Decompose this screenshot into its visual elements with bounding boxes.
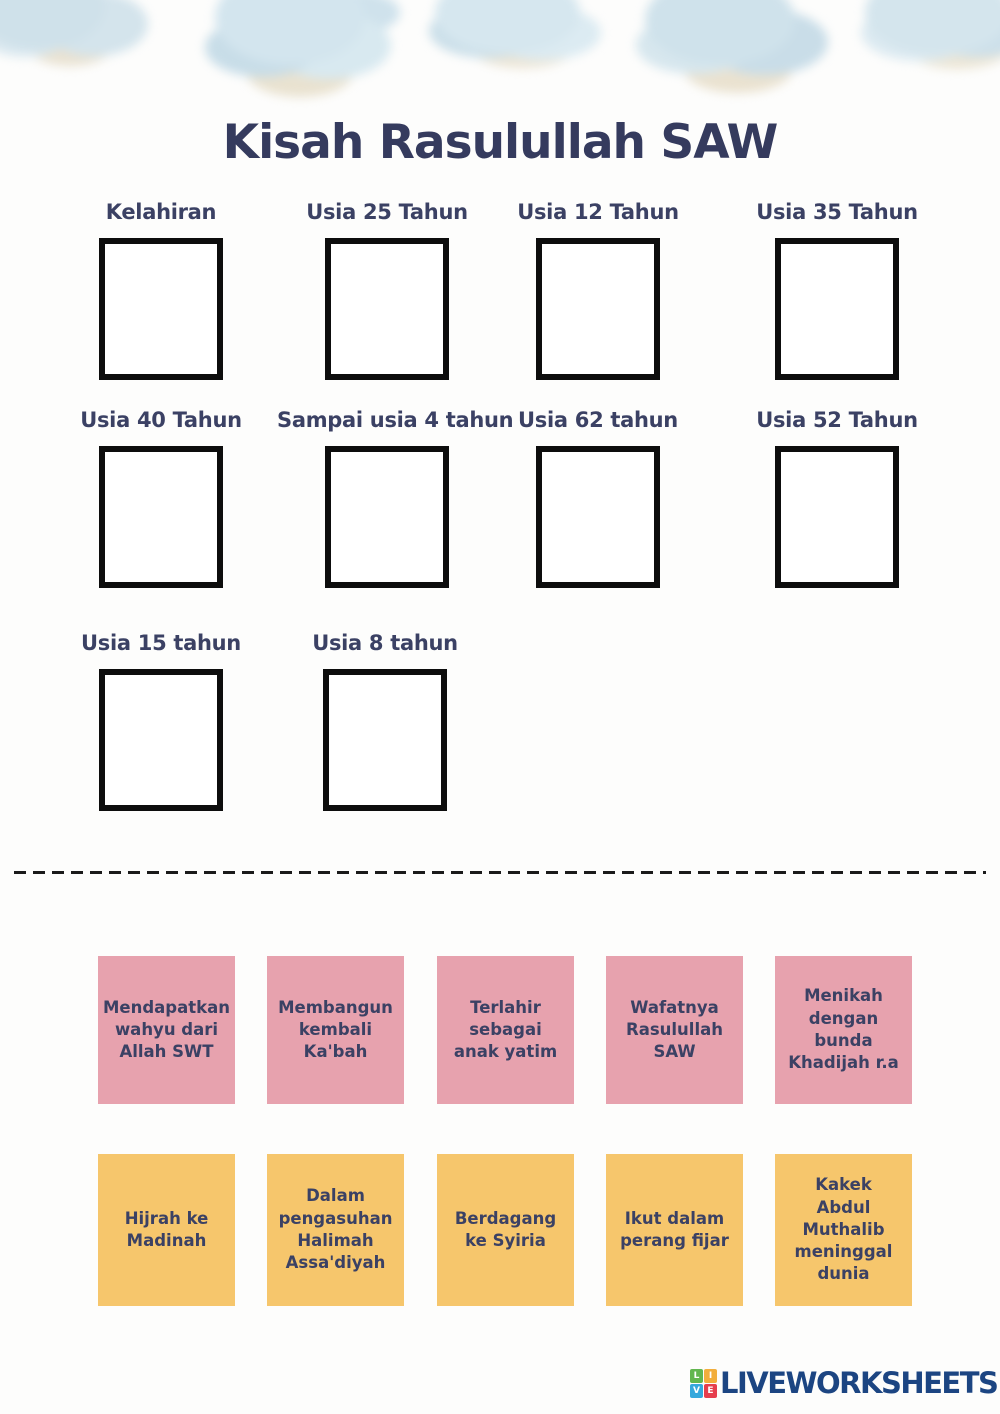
slot-label: Kelahiran	[105, 200, 217, 224]
timeline-slot: Kelahiran	[51, 200, 271, 380]
timeline-slot: Usia 35 Tahun	[727, 200, 947, 380]
drop-box[interactable]	[99, 446, 223, 588]
timeline-slot: Sampai usia 4 tahun	[277, 408, 514, 588]
drop-box[interactable]	[536, 446, 660, 588]
slot-label: Sampai usia 4 tahun	[277, 408, 514, 432]
drop-box[interactable]	[323, 669, 447, 811]
answer-card[interactable]: Ikut dalam perang fijar	[606, 1154, 743, 1306]
page-title: Kisah Rasulullah SAW	[222, 115, 779, 171]
timeline-slot: Usia 40 Tahun	[51, 408, 271, 588]
liveworksheets-logo-icon: L I V E	[690, 1368, 717, 1398]
logo-letter-i: I	[704, 1368, 717, 1383]
logo-letter-v: V	[690, 1383, 703, 1398]
drop-box[interactable]	[775, 446, 899, 588]
answer-card[interactable]: Terlahir sebagai anak yatim	[437, 956, 574, 1104]
slot-label: Usia 35 Tahun	[756, 200, 918, 224]
answer-card[interactable]: Kakek Abdul Muthalib meninggal dunia	[775, 1154, 912, 1306]
answer-card[interactable]: Hijrah ke Madinah	[98, 1154, 235, 1306]
drop-box[interactable]	[99, 238, 223, 380]
cloud-decoration	[645, 0, 795, 65]
slot-label: Usia 15 tahun	[81, 631, 241, 655]
logo-letter-l: L	[690, 1368, 703, 1383]
timeline-slot: Usia 12 Tahun	[488, 200, 708, 380]
timeline-slot: Usia 52 Tahun	[727, 408, 947, 588]
drop-box[interactable]	[325, 446, 449, 588]
cloud-decoration	[865, 0, 1000, 55]
cloud-decoration	[215, 0, 365, 65]
slot-label: Usia 62 tahun	[518, 408, 678, 432]
drop-box[interactable]	[99, 669, 223, 811]
cloud-decoration	[0, 0, 105, 50]
logo-letter-e: E	[704, 1383, 717, 1398]
slot-label: Usia 25 Tahun	[306, 200, 468, 224]
dashed-divider	[14, 871, 986, 874]
cloud-decoration	[435, 0, 580, 54]
drop-box[interactable]	[775, 238, 899, 380]
drop-box[interactable]	[325, 238, 449, 380]
answer-card[interactable]: Menikah dengan bunda Khadijah r.a	[775, 956, 912, 1104]
answer-card[interactable]: Membangun kembali Ka'bah	[267, 956, 404, 1104]
slot-label: Usia 52 Tahun	[756, 408, 918, 432]
slot-label: Usia 40 Tahun	[80, 408, 242, 432]
brand-name: LIVEWORKSHEETS	[720, 1366, 999, 1400]
timeline-slot: Usia 8 tahun	[275, 631, 495, 811]
answer-card[interactable]: Wafatnya Rasulullah SAW	[606, 956, 743, 1104]
answer-card[interactable]: Dalam pengasuhan Halimah Assa'diyah	[267, 1154, 404, 1306]
drop-box[interactable]	[536, 238, 660, 380]
timeline-slot: Usia 62 tahun	[488, 408, 708, 588]
slot-label: Usia 12 Tahun	[517, 200, 679, 224]
timeline-slot: Usia 25 Tahun	[277, 200, 497, 380]
answer-card[interactable]: Berdagang ke Syiria	[437, 1154, 574, 1306]
slot-label: Usia 8 tahun	[312, 631, 458, 655]
liveworksheets-logo[interactable]: L I V E LIVEWORKSHEETS	[690, 1366, 999, 1400]
timeline-slot: Usia 15 tahun	[51, 631, 271, 811]
answer-card[interactable]: Mendapatkan wahyu dari Allah SWT	[98, 956, 235, 1104]
